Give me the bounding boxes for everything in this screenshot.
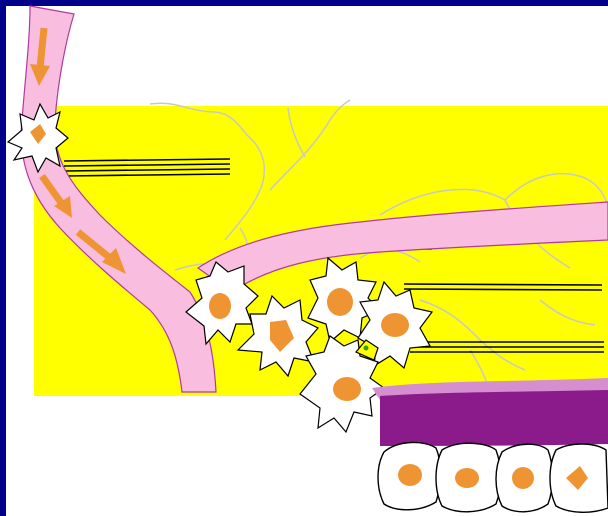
epithelial-cell (378, 442, 441, 509)
epithelium-band (380, 390, 608, 446)
epithelial-cell (496, 444, 553, 512)
collagen-fiber (404, 289, 602, 290)
collagen-fiber (404, 284, 602, 285)
epithelial-cell (550, 444, 608, 512)
epithelial-cells (378, 442, 608, 512)
epithelial-layer (372, 378, 608, 446)
epithelial-cell (436, 443, 501, 512)
